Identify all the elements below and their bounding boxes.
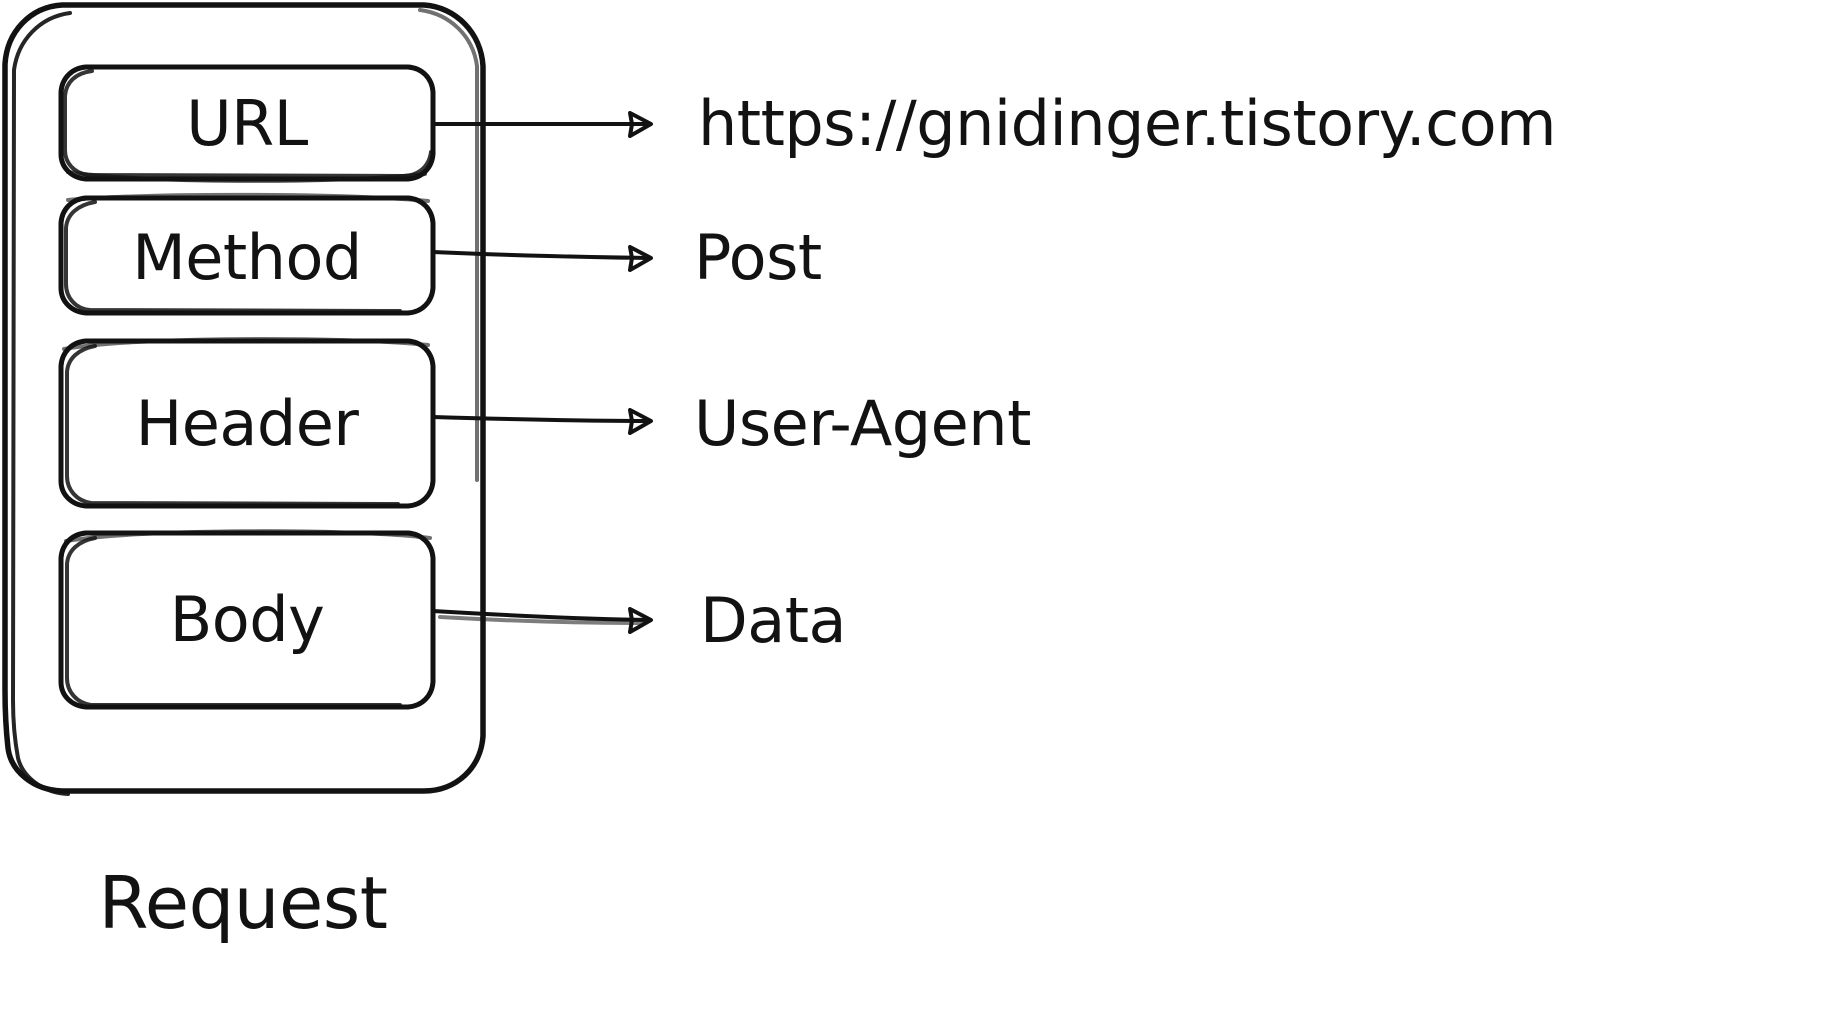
- field-box-header[interactable]: [58, 337, 436, 509]
- field-box-url[interactable]: [58, 64, 436, 183]
- connector-url[interactable]: [431, 111, 653, 138]
- field-label-url: URL: [186, 87, 308, 160]
- field-box-method[interactable]: [58, 192, 436, 316]
- connector-header[interactable]: [431, 408, 653, 435]
- field-value-body: Data: [700, 584, 847, 657]
- field-box-body[interactable]: [58, 529, 436, 710]
- field-label-method: Method: [132, 221, 362, 294]
- field-value-method: Post: [694, 221, 822, 294]
- field-label-body: Body: [169, 583, 325, 656]
- field-label-header: Header: [135, 387, 359, 460]
- connector-method[interactable]: [431, 245, 653, 272]
- request-container-label: Request: [98, 861, 388, 945]
- field-value-header: User-Agent: [694, 387, 1031, 460]
- request-container-outline[interactable]: [2, 2, 486, 796]
- connector-body[interactable]: [431, 607, 653, 634]
- field-value-url: https://gnidinger.tistory.com: [698, 87, 1557, 160]
